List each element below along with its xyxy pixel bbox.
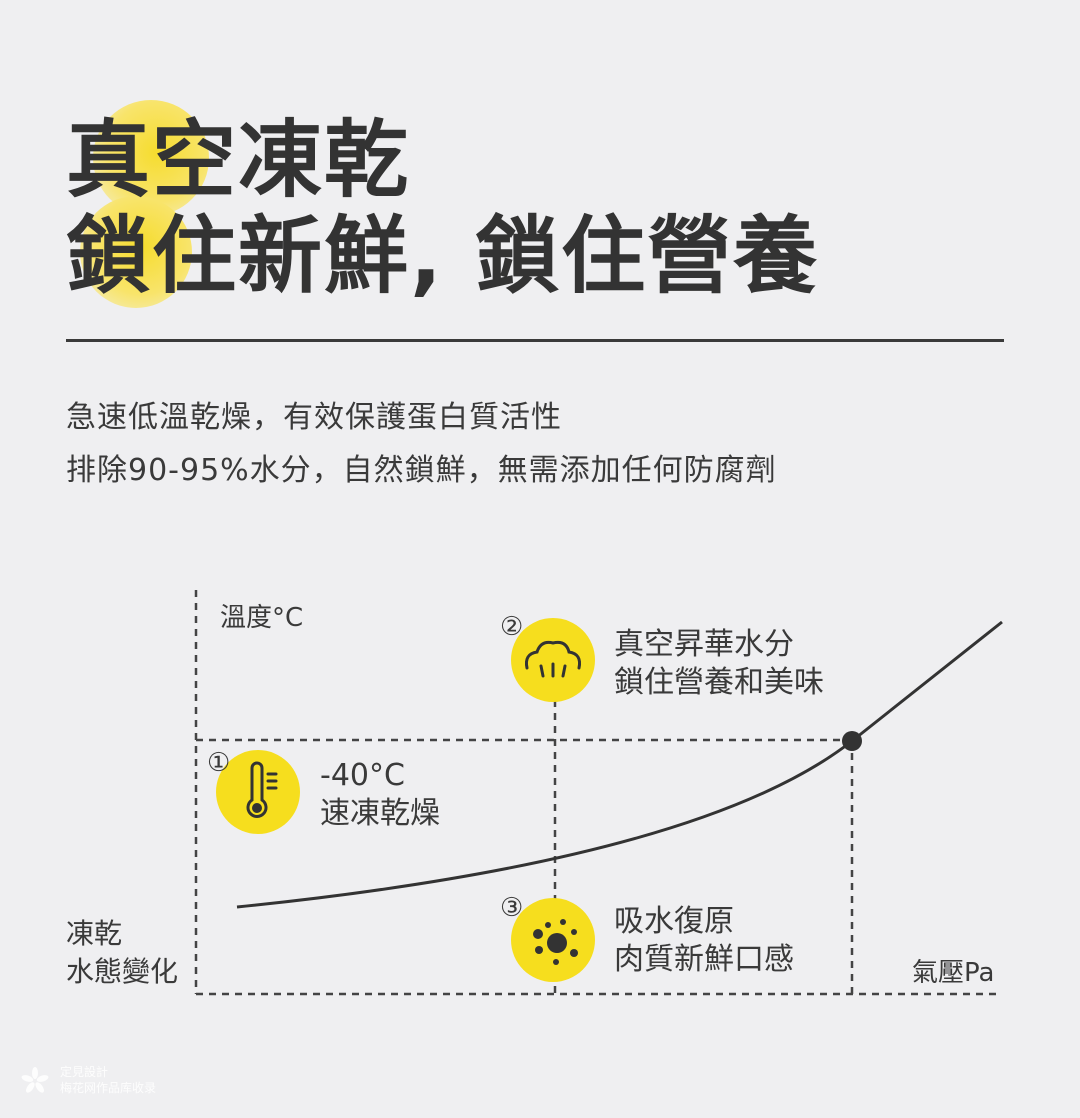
step-2-line-1: 真空昇華水分 bbox=[614, 627, 794, 662]
step-2-text: 真空昇華水分 鎖住營養和美味 bbox=[614, 626, 824, 702]
y-axis-label: 溫度°C bbox=[220, 603, 304, 633]
y-category-line-2: 水態變化 bbox=[66, 955, 179, 988]
step-1-text: -40°C 速凍乾燥 bbox=[320, 757, 440, 833]
decorative-yellow-circle-top bbox=[93, 100, 209, 216]
decorative-yellow-circle-bottom bbox=[80, 196, 192, 308]
footer-watermark: 定見設計 梅花网作品库收录 bbox=[60, 1064, 156, 1096]
y-category-line-1: 凍乾 bbox=[66, 917, 123, 950]
y-category-label: 凍乾 水態變化 bbox=[66, 915, 178, 991]
step-1-line-1: -40°C bbox=[320, 758, 405, 793]
step-2-line-2: 鎖住營養和美味 bbox=[614, 665, 824, 700]
step-1-badge bbox=[216, 750, 300, 834]
divider-rule bbox=[66, 339, 1004, 342]
step-2-number: ② bbox=[500, 612, 524, 642]
water-droplets-icon bbox=[533, 919, 578, 965]
step-2-badge bbox=[511, 618, 595, 702]
step-3-text: 吸水復原 肉質新鮮口感 bbox=[614, 903, 794, 979]
headline-line-1: 真空凍乾 bbox=[66, 111, 411, 209]
step-3-line-2: 肉質新鮮口感 bbox=[614, 942, 794, 977]
vapor-cloud-icon bbox=[525, 640, 581, 678]
triple-point-dot bbox=[842, 731, 862, 751]
step-1-line-2: 速凍乾燥 bbox=[320, 796, 440, 831]
step-1-number: ① bbox=[207, 748, 231, 778]
step-3-number: ③ bbox=[500, 893, 524, 923]
footer-line-1: 定見設計 bbox=[60, 1065, 109, 1079]
headline-line-2: 鎖住新鮮, 鎖住營養 bbox=[66, 207, 820, 305]
x-axis-label: 氣壓Pa bbox=[912, 958, 995, 988]
thermometer-icon bbox=[246, 761, 278, 818]
step-3-line-1: 吸水復原 bbox=[614, 904, 734, 939]
footer-logo-icon bbox=[21, 1067, 49, 1093]
subtext-line-1: 急速低溫乾燥，有效保護蛋白質活性 bbox=[66, 400, 562, 435]
subtext-line-2: 排除90-95%水分，自然鎖鮮，無需添加任何防腐劑 bbox=[66, 453, 777, 488]
footer-line-2: 梅花网作品库收录 bbox=[60, 1081, 157, 1095]
sublimation-curve bbox=[236, 620, 1003, 909]
